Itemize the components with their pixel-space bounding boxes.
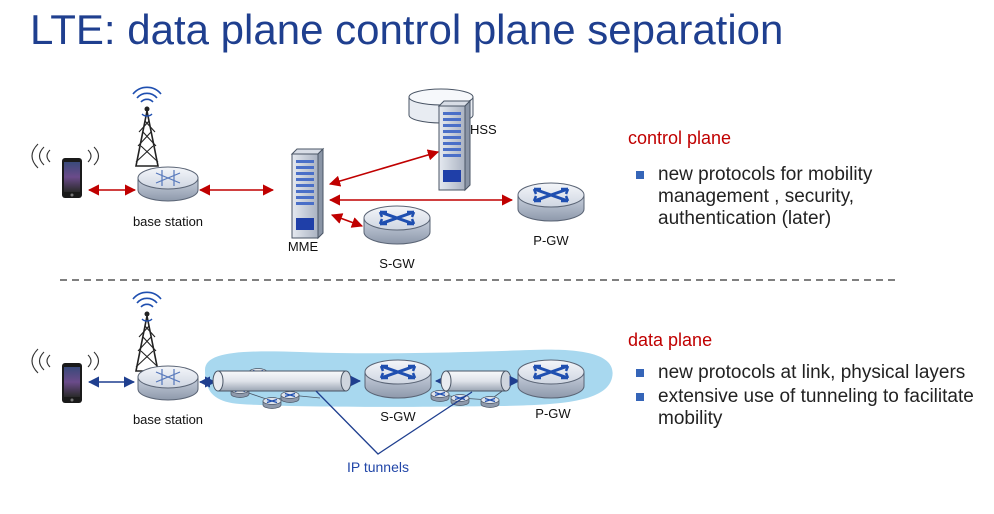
pgw-label: P-GW (533, 233, 569, 248)
ip-tunnels-pointer (315, 390, 473, 455)
pgw-router-icon (516, 358, 586, 400)
tunnel-tube-1 (212, 370, 352, 392)
base-station-router-icon (137, 365, 199, 401)
pgw-label: P-GW (535, 406, 571, 421)
tunnel-tube-2 (440, 370, 512, 392)
sgw-router-icon (362, 204, 432, 246)
data-plane-heading: data plane (628, 330, 713, 350)
hss-label: HSS (470, 122, 497, 137)
control-plane-bullets: new protocols for mobility management , … (632, 164, 972, 232)
bullet-square-icon (636, 171, 644, 179)
base-station-router-icon (137, 166, 199, 202)
hss-server-icon (438, 100, 471, 191)
phone-icon (31, 348, 100, 404)
list-item: new protocols at link, physical layers (632, 362, 977, 384)
data-plane-bullets: new protocols at link, physical layers e… (632, 362, 977, 432)
list-item: extensive use of tunneling to facilitate… (632, 386, 977, 430)
page-title: LTE: data plane control plane separation (30, 6, 784, 53)
phone-icon (31, 143, 100, 199)
antenna-tower-icon (132, 86, 162, 167)
sgw-router-icon (363, 358, 433, 400)
ip-tunnels-label: IP tunnels (347, 459, 409, 475)
mme-server-icon (291, 148, 324, 239)
control-plane-heading: control plane (628, 128, 732, 148)
pgw-router-icon (516, 181, 586, 223)
list-item: new protocols for mobility management , … (632, 164, 972, 230)
mme-label: MME (288, 239, 319, 254)
control-plane-diagram: base station MME HSS S-GW P-GW (31, 86, 586, 271)
data-plane-diagram: base station S-GW P-GW IP tunnels (31, 291, 613, 475)
bullet-square-icon (636, 393, 644, 401)
base-station-label: base station (133, 214, 203, 229)
sgw-label: S-GW (380, 409, 416, 424)
base-station-label: base station (133, 412, 203, 427)
bullet-square-icon (636, 369, 644, 377)
antenna-tower-icon (132, 291, 162, 372)
sgw-label: S-GW (379, 256, 415, 271)
